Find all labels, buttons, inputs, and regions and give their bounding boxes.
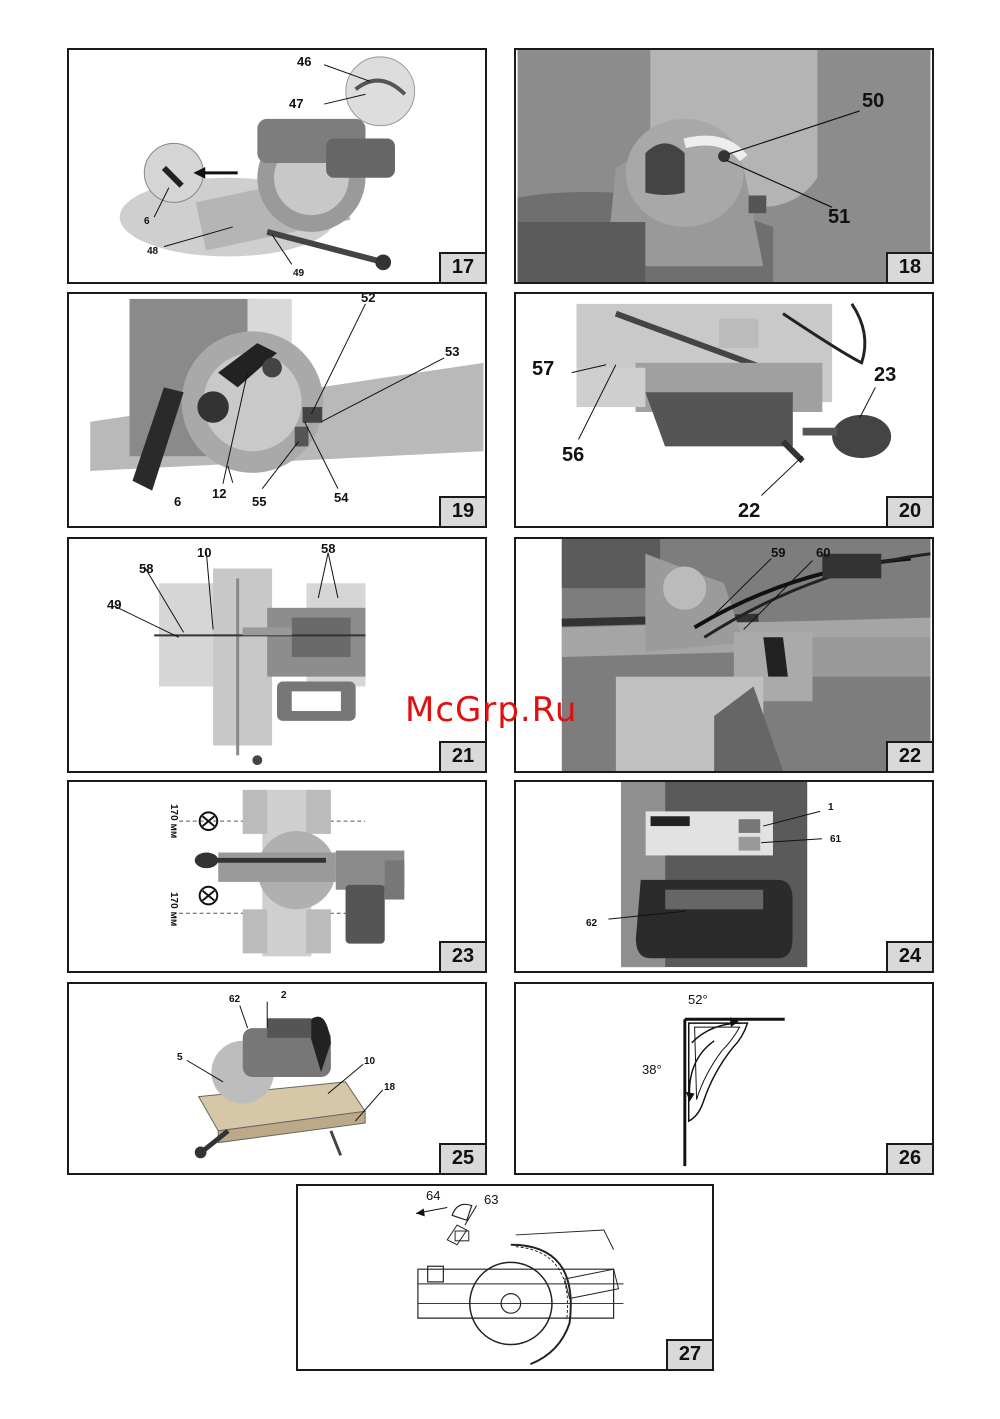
callout-1: 1 — [828, 802, 834, 813]
figure-24: 1 61 62 24 — [514, 780, 934, 973]
dust-extraction-drawing — [300, 1186, 710, 1369]
callout-48: 48 — [147, 246, 159, 257]
callout-55: 55 — [252, 494, 267, 509]
callout-46: 46 — [297, 54, 312, 69]
callout-10: 10 — [197, 545, 212, 560]
callout-64: 64 — [426, 1188, 441, 1203]
miter-saw-illustration — [119, 56, 416, 271]
callout-62: 62 — [586, 918, 598, 929]
figure-18: 50 51 18 — [514, 48, 934, 284]
figure-number: 27 — [666, 1339, 712, 1369]
slide-rail-photo — [517, 294, 931, 526]
dimension-bottom: 170 мм — [168, 892, 179, 927]
watermark: McGrp.Ru — [405, 690, 578, 730]
callout-47: 47 — [289, 96, 304, 111]
figure-number: 17 — [439, 252, 485, 282]
figure-22: 59 60 22 — [514, 537, 934, 773]
bevel-scale-photo — [517, 50, 931, 282]
figure-number: 20 — [886, 496, 932, 526]
callout-63: 63 — [484, 1192, 499, 1207]
dimension-top: 170 мм — [168, 804, 179, 839]
callout-60: 60 — [816, 545, 831, 560]
callout-53: 53 — [445, 344, 460, 359]
callout-58-left: 58 — [139, 561, 154, 576]
figure-number: 25 — [439, 1143, 485, 1173]
figure-number: 19 — [439, 496, 485, 526]
figure-number: 26 — [886, 1143, 932, 1173]
callout-2: 2 — [281, 990, 287, 1001]
angle-38: 38° — [642, 1062, 662, 1077]
figure-number: 21 — [439, 741, 485, 771]
callout-18: 18 — [384, 1082, 396, 1093]
figure-number: 22 — [886, 741, 932, 771]
figure-25: 62 2 5 10 18 25 — [67, 982, 487, 1175]
crown-molding-diagram — [518, 984, 930, 1173]
callout-49: 49 — [293, 268, 305, 279]
mounted-saw-illustration — [71, 984, 483, 1173]
callout-58-right: 58 — [321, 541, 336, 556]
figure-21: 10 58 58 49 21 — [67, 537, 487, 773]
top-view-illustration — [70, 539, 484, 771]
figure-17: 46 47 6 48 49 17 — [67, 48, 487, 284]
figure-number: 23 — [439, 941, 485, 971]
callout-6: 6 — [174, 494, 182, 509]
callout-51: 51 — [828, 206, 851, 228]
figure-20: 57 56 23 22 20 — [514, 292, 934, 528]
figure-23: 170 мм 170 мм 23 — [67, 780, 487, 973]
figure-26: 52° 38° 26 — [514, 982, 934, 1175]
safety-zone-illustration — [71, 782, 483, 971]
callout-61: 61 — [830, 834, 842, 845]
callout-12: 12 — [212, 486, 227, 501]
callout-50: 50 — [862, 90, 885, 112]
callout-22: 22 — [738, 500, 761, 522]
callout-56: 56 — [562, 444, 585, 466]
callout-23: 23 — [874, 364, 897, 386]
figure-number: 18 — [886, 252, 932, 282]
callout-52: 52 — [361, 292, 376, 305]
angle-52: 52° — [688, 992, 708, 1007]
callout-62: 62 — [229, 994, 241, 1005]
callout-6: 6 — [144, 216, 150, 227]
callout-10: 10 — [364, 1056, 376, 1067]
callout-5: 5 — [177, 1052, 183, 1063]
callout-59: 59 — [771, 545, 786, 560]
callout-49: 49 — [107, 597, 122, 612]
handle-label-photo — [518, 782, 930, 971]
callout-57: 57 — [532, 358, 555, 380]
figure-number: 24 — [886, 941, 932, 971]
laser-wiring-photo — [517, 539, 931, 771]
figure-27: 64 63 27 — [296, 1184, 714, 1371]
figure-19: 52 53 6 12 55 54 19 — [67, 292, 487, 528]
bevel-lock-photo — [70, 294, 484, 526]
callout-54: 54 — [334, 490, 349, 505]
